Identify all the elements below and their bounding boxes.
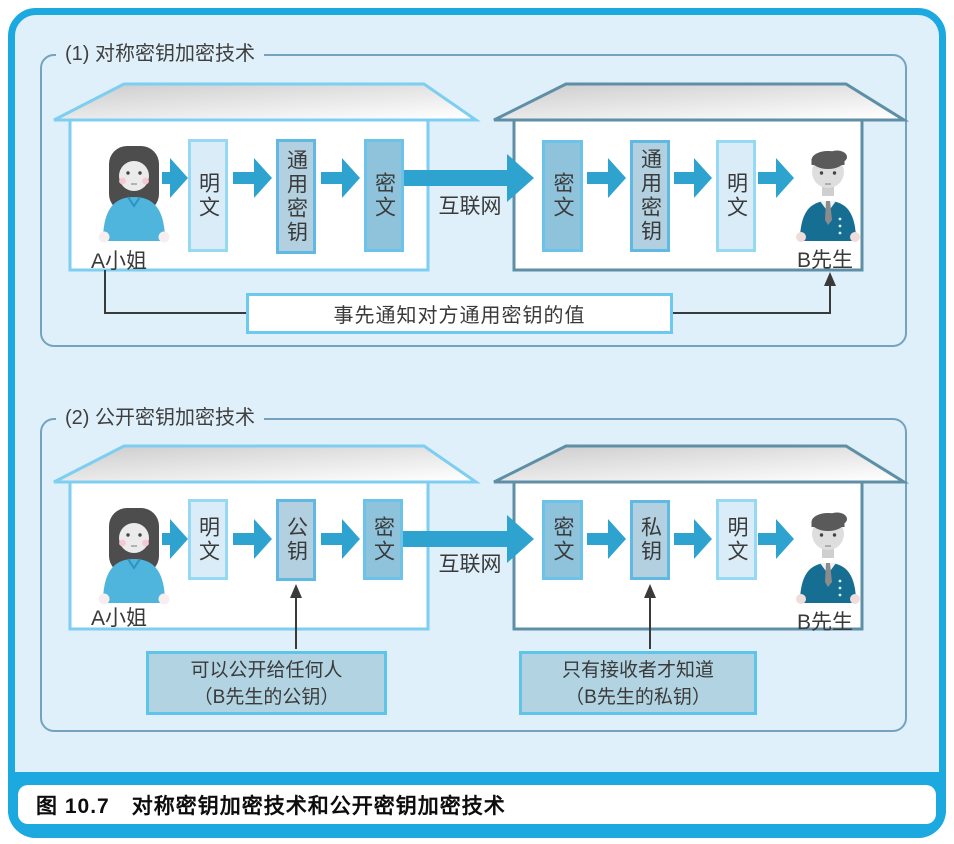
s1-receiver-name: B先生 bbox=[797, 249, 854, 272]
section2-title: (2) 公开密钥加密技术 bbox=[56, 405, 264, 431]
s2-receiver-ciphertext-box: 密文 bbox=[542, 500, 583, 580]
figure-caption: 图 10.7 对称密钥加密技术和公开密钥加密技术 bbox=[36, 794, 506, 818]
s2-sender-name: A小姐 bbox=[91, 607, 148, 630]
s2-receiver-name: B先生 bbox=[797, 611, 854, 634]
s2-receiver-plaintext-box: 明文 bbox=[716, 499, 757, 580]
s2-sender-ciphertext-box: 密文 bbox=[363, 499, 403, 580]
section2-box bbox=[40, 418, 907, 732]
s1-sender-plaintext-box: 明文 bbox=[188, 139, 228, 252]
s2-public-key-box: 公钥 bbox=[276, 499, 316, 581]
callout-line: （B先生的公钥） bbox=[193, 687, 340, 708]
s1-key-share-notice: 事先通知对方通用密钥的值 bbox=[246, 293, 673, 334]
section1-title: (1) 对称密钥加密技术 bbox=[56, 41, 264, 67]
s2-private-key-callout: 只有接收者才知道 （B先生的私钥） bbox=[519, 651, 757, 715]
callout-line: 只有接收者才知道 bbox=[561, 660, 714, 681]
s2-public-key-callout: 可以公开给任何人 （B先生的公钥） bbox=[146, 651, 387, 715]
s2-internet-label: 互联网 bbox=[438, 553, 502, 576]
s1-internet-label: 互联网 bbox=[438, 195, 502, 218]
s1-receiver-ciphertext-box: 密文 bbox=[542, 140, 583, 252]
s1-receiver-commonkey-box: 通用密钥 bbox=[630, 140, 670, 252]
s2-private-key-box: 私钥 bbox=[630, 500, 670, 580]
s1-sender-name: A小姐 bbox=[91, 250, 148, 273]
figure-caption-bar: 图 10.7 对称密钥加密技术和公开密钥加密技术 bbox=[18, 785, 936, 824]
s1-sender-commonkey-box: 通用密钥 bbox=[276, 139, 316, 254]
s1-sender-ciphertext-box: 密文 bbox=[364, 139, 404, 252]
callout-line: 可以公开给任何人 bbox=[190, 660, 343, 681]
callout-line: （B先生的私钥） bbox=[565, 687, 711, 708]
s1-receiver-plaintext-box: 明文 bbox=[716, 140, 756, 252]
section1-box bbox=[40, 54, 907, 347]
s2-sender-plaintext-box: 明文 bbox=[188, 499, 228, 580]
